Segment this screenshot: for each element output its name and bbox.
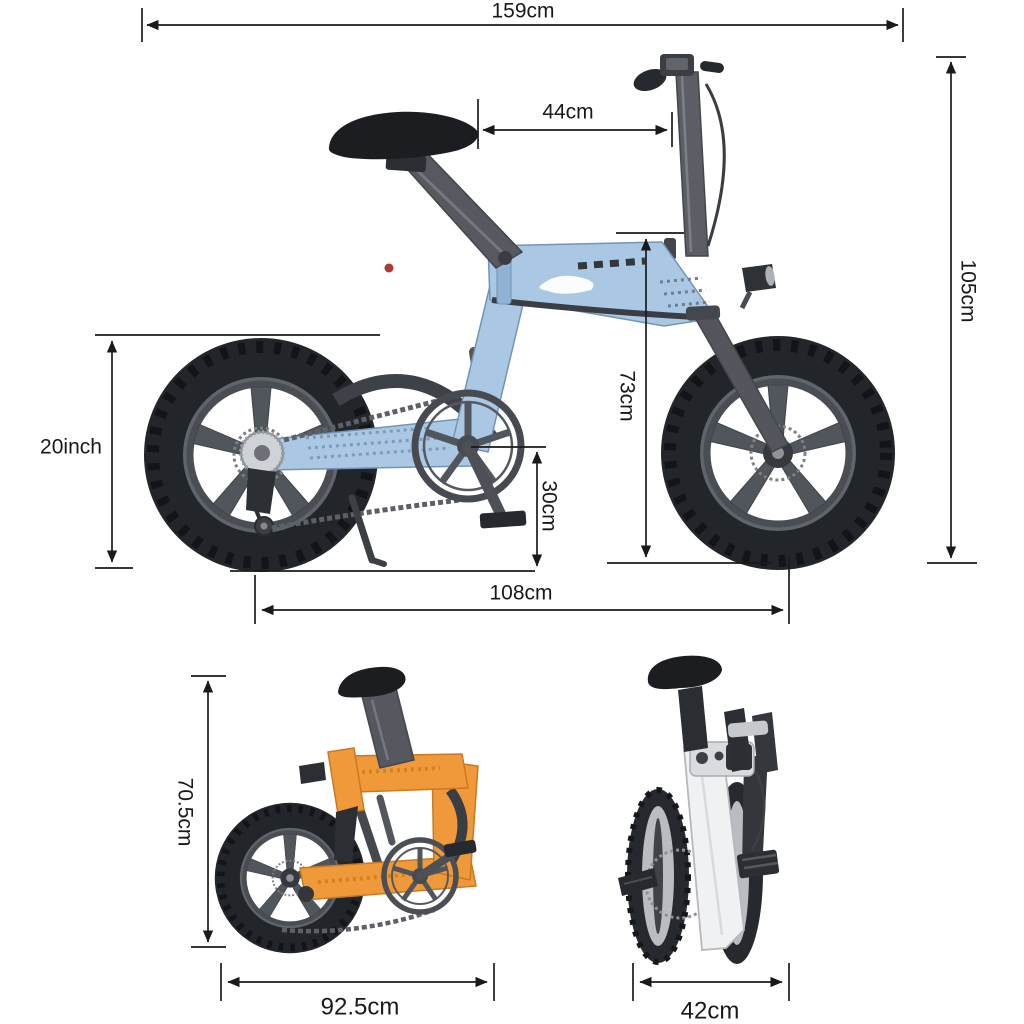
dim-seat-to-stem: 44cm	[477, 99, 673, 149]
saddle	[328, 111, 479, 173]
dim-wheel-size: 20inch	[40, 334, 380, 569]
front-view-folded-handlebar	[724, 708, 778, 851]
drivetrain	[239, 390, 469, 536]
bike-folded-side-view	[215, 666, 479, 953]
crank-arm	[462, 440, 509, 525]
dim-crank-height-label: 30cm	[537, 480, 560, 531]
dim-wheel-size-label: 20inch	[40, 436, 102, 459]
dim-folded-height-label: 70.5cm	[173, 778, 196, 847]
fork-lower	[334, 806, 358, 862]
rear-derailleur	[246, 468, 276, 514]
dim-overall-height-label: 105cm	[956, 259, 979, 322]
handlebar-cluster	[633, 54, 724, 92]
dim-stem-height: 73cm	[607, 232, 772, 564]
handlebar-stem	[633, 54, 726, 260]
kickstand	[348, 494, 387, 567]
top-tube	[487, 241, 718, 327]
dim-folded-height: 70.5cm	[173, 675, 226, 948]
folded-derailleur	[298, 886, 314, 902]
dim-wheelbase-label: 108cm	[489, 582, 552, 605]
frame-vents	[577, 257, 646, 270]
front-view-left-wheel	[625, 787, 691, 965]
front-view-left-pedal	[618, 868, 658, 896]
folded-headlight	[299, 762, 326, 784]
brake-cable	[704, 83, 726, 247]
bike-unfolded-side-view	[144, 54, 895, 572]
crankset	[411, 389, 527, 529]
fork-column	[327, 747, 365, 815]
dimension-annotations-main: 159cm 44cm 105cm 73cm 30cm	[40, 0, 979, 624]
dim-crank-height: 30cm	[230, 446, 560, 572]
dim-folded-length: 92.5cm	[220, 963, 495, 1020]
front-fork	[685, 305, 790, 453]
dim-total-length: 159cm	[141, 0, 904, 42]
front-view-right-pedal	[736, 849, 780, 879]
headlight	[739, 264, 776, 310]
folded-chain	[281, 907, 435, 934]
dim-overall-height: 105cm	[927, 56, 979, 564]
taillight	[384, 263, 394, 273]
dim-folded-width-label: 42cm	[681, 997, 740, 1024]
pedal	[479, 510, 527, 529]
frame-logo	[539, 275, 594, 294]
chain-bottom	[271, 496, 469, 531]
frame-dot-texture	[659, 276, 711, 308]
front-wheel	[661, 336, 895, 570]
bike-folded-front-view	[618, 655, 780, 965]
dim-seat-to-stem-label: 44cm	[542, 101, 593, 124]
folded-seat-post	[361, 687, 415, 769]
dim-folded-width: 42cm	[632, 963, 790, 1024]
folded-pedal	[443, 839, 477, 858]
front-view-saddle	[647, 655, 722, 690]
dim-wheelbase: 108cm	[254, 556, 790, 624]
dim-stem-height-label: 73cm	[615, 370, 638, 421]
folded-chainring	[381, 837, 459, 915]
folded-drivetrain	[281, 837, 477, 934]
chainring	[411, 389, 525, 503]
dim-folded-length-label: 92.5cm	[321, 993, 400, 1020]
folded-shock	[376, 794, 396, 846]
dim-total-length-label: 159cm	[491, 0, 554, 23]
front-view-seat-post	[678, 686, 708, 752]
dimension-annotations-folded: 70.5cm 92.5cm 42cm	[173, 675, 790, 1024]
front-view-cable	[750, 771, 766, 851]
folded-saddle	[338, 666, 406, 698]
